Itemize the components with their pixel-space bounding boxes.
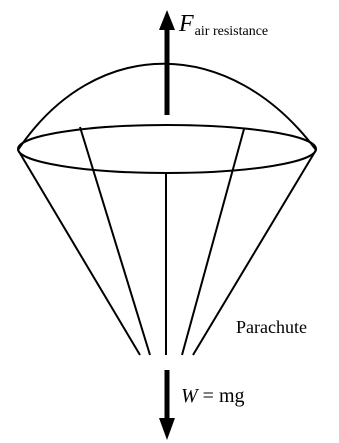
air-resistance-subscript: air resistance (195, 24, 268, 39)
canopy-rim (18, 125, 316, 173)
air-resistance-symbol: F (178, 11, 194, 37)
air-resistance-arrowhead (159, 10, 175, 30)
parachute-label: Parachute (236, 317, 307, 337)
suspension-line-2 (80, 127, 150, 355)
weight-arrowhead (159, 418, 175, 440)
air-resistance-arrow (159, 10, 175, 115)
air-resistance-label: Fair resistance (178, 11, 268, 39)
suspension-line-1 (18, 150, 140, 355)
weight-label: W = mg (181, 385, 245, 407)
weight-arrow (159, 370, 175, 440)
weight-equation: = mg (198, 385, 245, 407)
